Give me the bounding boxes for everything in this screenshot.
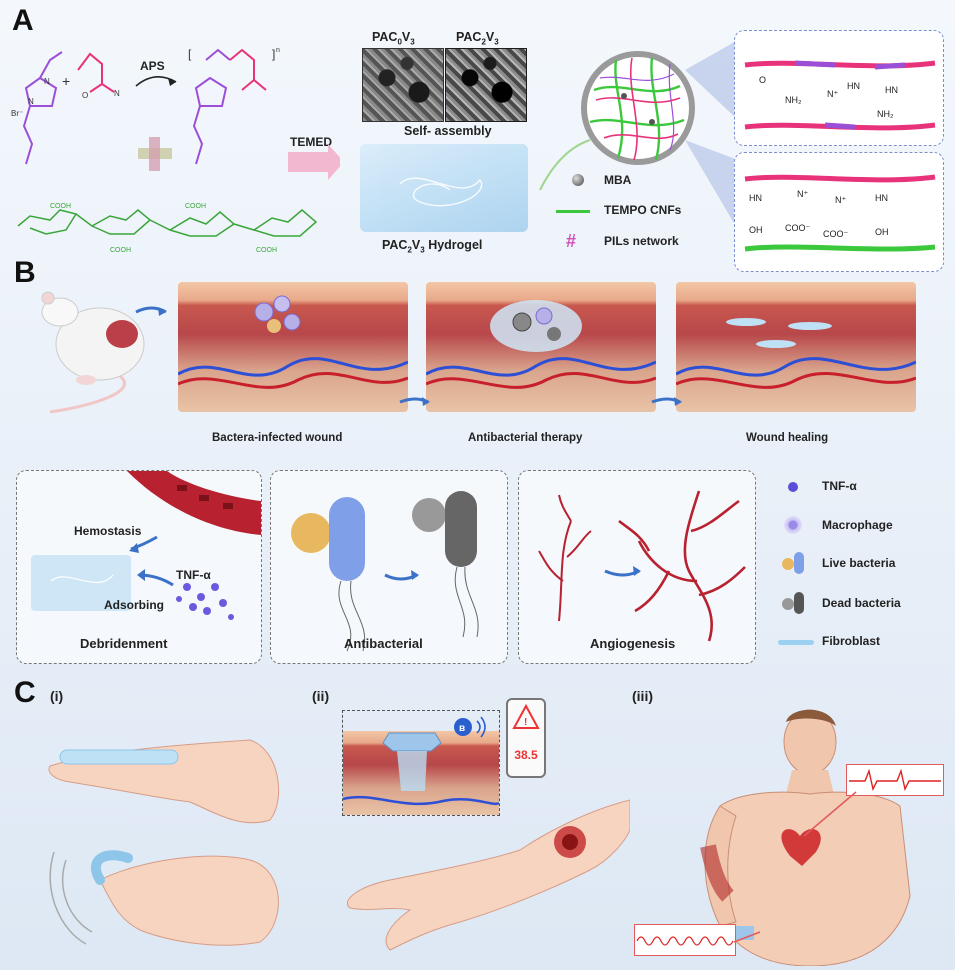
live-bacteria-legend-label: Live bacteria [822,556,896,570]
svg-text:HN: HN [749,193,762,203]
angiogenesis-title: Angiogenesis [590,636,676,651]
svg-text:O: O [82,91,88,100]
svg-text:]: ] [272,47,275,61]
fibroblast-legend-icon [778,640,814,645]
zoom-box-pils-interaction: O NH₂ N⁺ HN HN NH₂ [734,30,944,146]
phone-temperature: 38.5 [514,748,538,762]
acrylamide-structure [77,52,115,93]
svg-text:HN: HN [875,193,888,203]
debridement-box [16,470,262,664]
arm-wound-illustration [347,799,630,951]
svg-text:COO⁻: COO⁻ [785,223,811,233]
stage-infected-label: Bactera-infected wound [212,432,343,444]
skin-block-therapy [425,282,657,412]
panel-c-i-label: (i) [50,688,64,704]
dead-bacteria-legend-label: Dead bacteria [822,596,901,610]
svg-text:N: N [28,97,34,106]
panel-a-letter: A [12,4,34,37]
hydrogel-label: PAC2V3 Hydrogel [382,238,483,255]
skin-block-healed [675,282,917,412]
aps-label: APS [140,59,165,73]
stage-therapy-label: Antibacterial therapy [468,432,583,444]
sem-image-pac0v3 [362,48,444,122]
hemostasis-label: Hemostasis [74,524,142,538]
svg-text:Br⁻: Br⁻ [11,109,23,118]
svg-text:NH₂: NH₂ [877,109,894,119]
svg-text:COOH: COOH [185,203,206,210]
live-bacteria-legend-icon [782,552,804,574]
mba-legend-icon [572,174,584,186]
angiogenesis-box [518,470,756,664]
ecg-pointer-line [803,791,857,837]
sem-left-label: PAC0V3 [372,30,415,47]
svg-text:OH: OH [875,227,889,237]
svg-text:HN: HN [885,85,898,95]
svg-text:HN: HN [847,81,860,91]
panel-c-ii-label: (ii) [312,688,330,704]
temed-label: TEMED [290,135,332,149]
zoom-box-tempo-interaction: HN N⁺ N⁺ HN OH COO⁻ COO⁻ OH [734,152,944,272]
antibacterial-box [270,470,508,664]
svg-text:COO⁻: COO⁻ [823,229,849,239]
panel-c-iii-label: (iii) [632,688,653,704]
svg-text:N: N [44,77,50,86]
finger-sensor-illustration [48,739,280,946]
svg-text:ʙ: ʙ [459,723,465,734]
svg-text:N⁺: N⁺ [835,195,846,205]
svg-text:OH: OH [749,225,763,235]
torso-monitoring-illustration [700,709,911,966]
fibroblast-legend-label: Fibroblast [822,634,881,648]
adsorbing-label: Adsorbing [104,598,164,612]
pils-legend-icon: # [566,231,577,251]
svg-text:NH₂: NH₂ [785,95,802,105]
debridement-title: Debridenment [80,636,168,651]
dead-bacteria-legend-icon [782,592,804,614]
panel-b-letter: B [14,256,36,289]
network-zoom-diagram [539,40,738,230]
vinylimidazolium-structure [22,51,63,165]
temed-arrow-icon [288,144,340,180]
tnf-legend-icon [788,482,798,492]
arrow-infected-to-therapy [399,397,430,406]
svg-text:n: n [276,47,280,54]
stage-healed-label: Wound healing [746,432,829,444]
cellulose-chain-structure [17,209,318,237]
arrow-rat-to-wound [135,306,167,316]
pulse-monitor-box [634,924,736,956]
rat-illustration [41,291,145,414]
macrophage-legend-icon [784,516,802,534]
sem-right-label: PAC2V3 [456,30,499,47]
svg-text:COOH: COOH [110,247,131,254]
svg-text:N⁺: N⁺ [797,189,808,199]
tempo-legend-label: TEMPO CNFs [604,203,682,217]
tnf-legend-label: TNF-α [822,479,857,493]
arrow-therapy-to-healed [651,397,682,406]
mba-legend-label: MBA [604,173,632,187]
hydrogel-block [360,144,528,232]
polymer-product-structure [192,48,231,165]
pulse-pointer-line [733,931,761,943]
svg-text:[: [ [188,47,192,61]
sem-image-pac2v3 [445,48,527,122]
svg-text:!: ! [524,717,527,728]
ecg-monitor-box [846,764,944,796]
self-assembly-label: Self- assembly [404,124,492,138]
antibacterial-title: Antibacterial [344,636,423,651]
monomer-reaction-diagram: N N Br⁻ + O N APS [ ] n TEMED COOH COOH … [11,47,340,254]
panel-c-letter: C [14,676,36,709]
svg-text:+: + [62,73,70,89]
svg-text:N: N [114,89,120,98]
wound-sensor-inset: ʙ [342,710,500,816]
svg-text:O: O [759,75,766,85]
skin-block-infected [177,282,409,412]
svg-text:N⁺: N⁺ [827,89,838,99]
svg-text:COOH: COOH [256,247,277,254]
pils-legend-label: PILs network [604,234,679,248]
tempo-legend-icon [556,210,590,213]
phone-display: ! 38.5 [506,698,546,778]
svg-text:COOH: COOH [50,203,71,210]
macrophage-legend-label: Macrophage [822,518,893,532]
tnf-box-label: TNF-α [176,568,211,582]
